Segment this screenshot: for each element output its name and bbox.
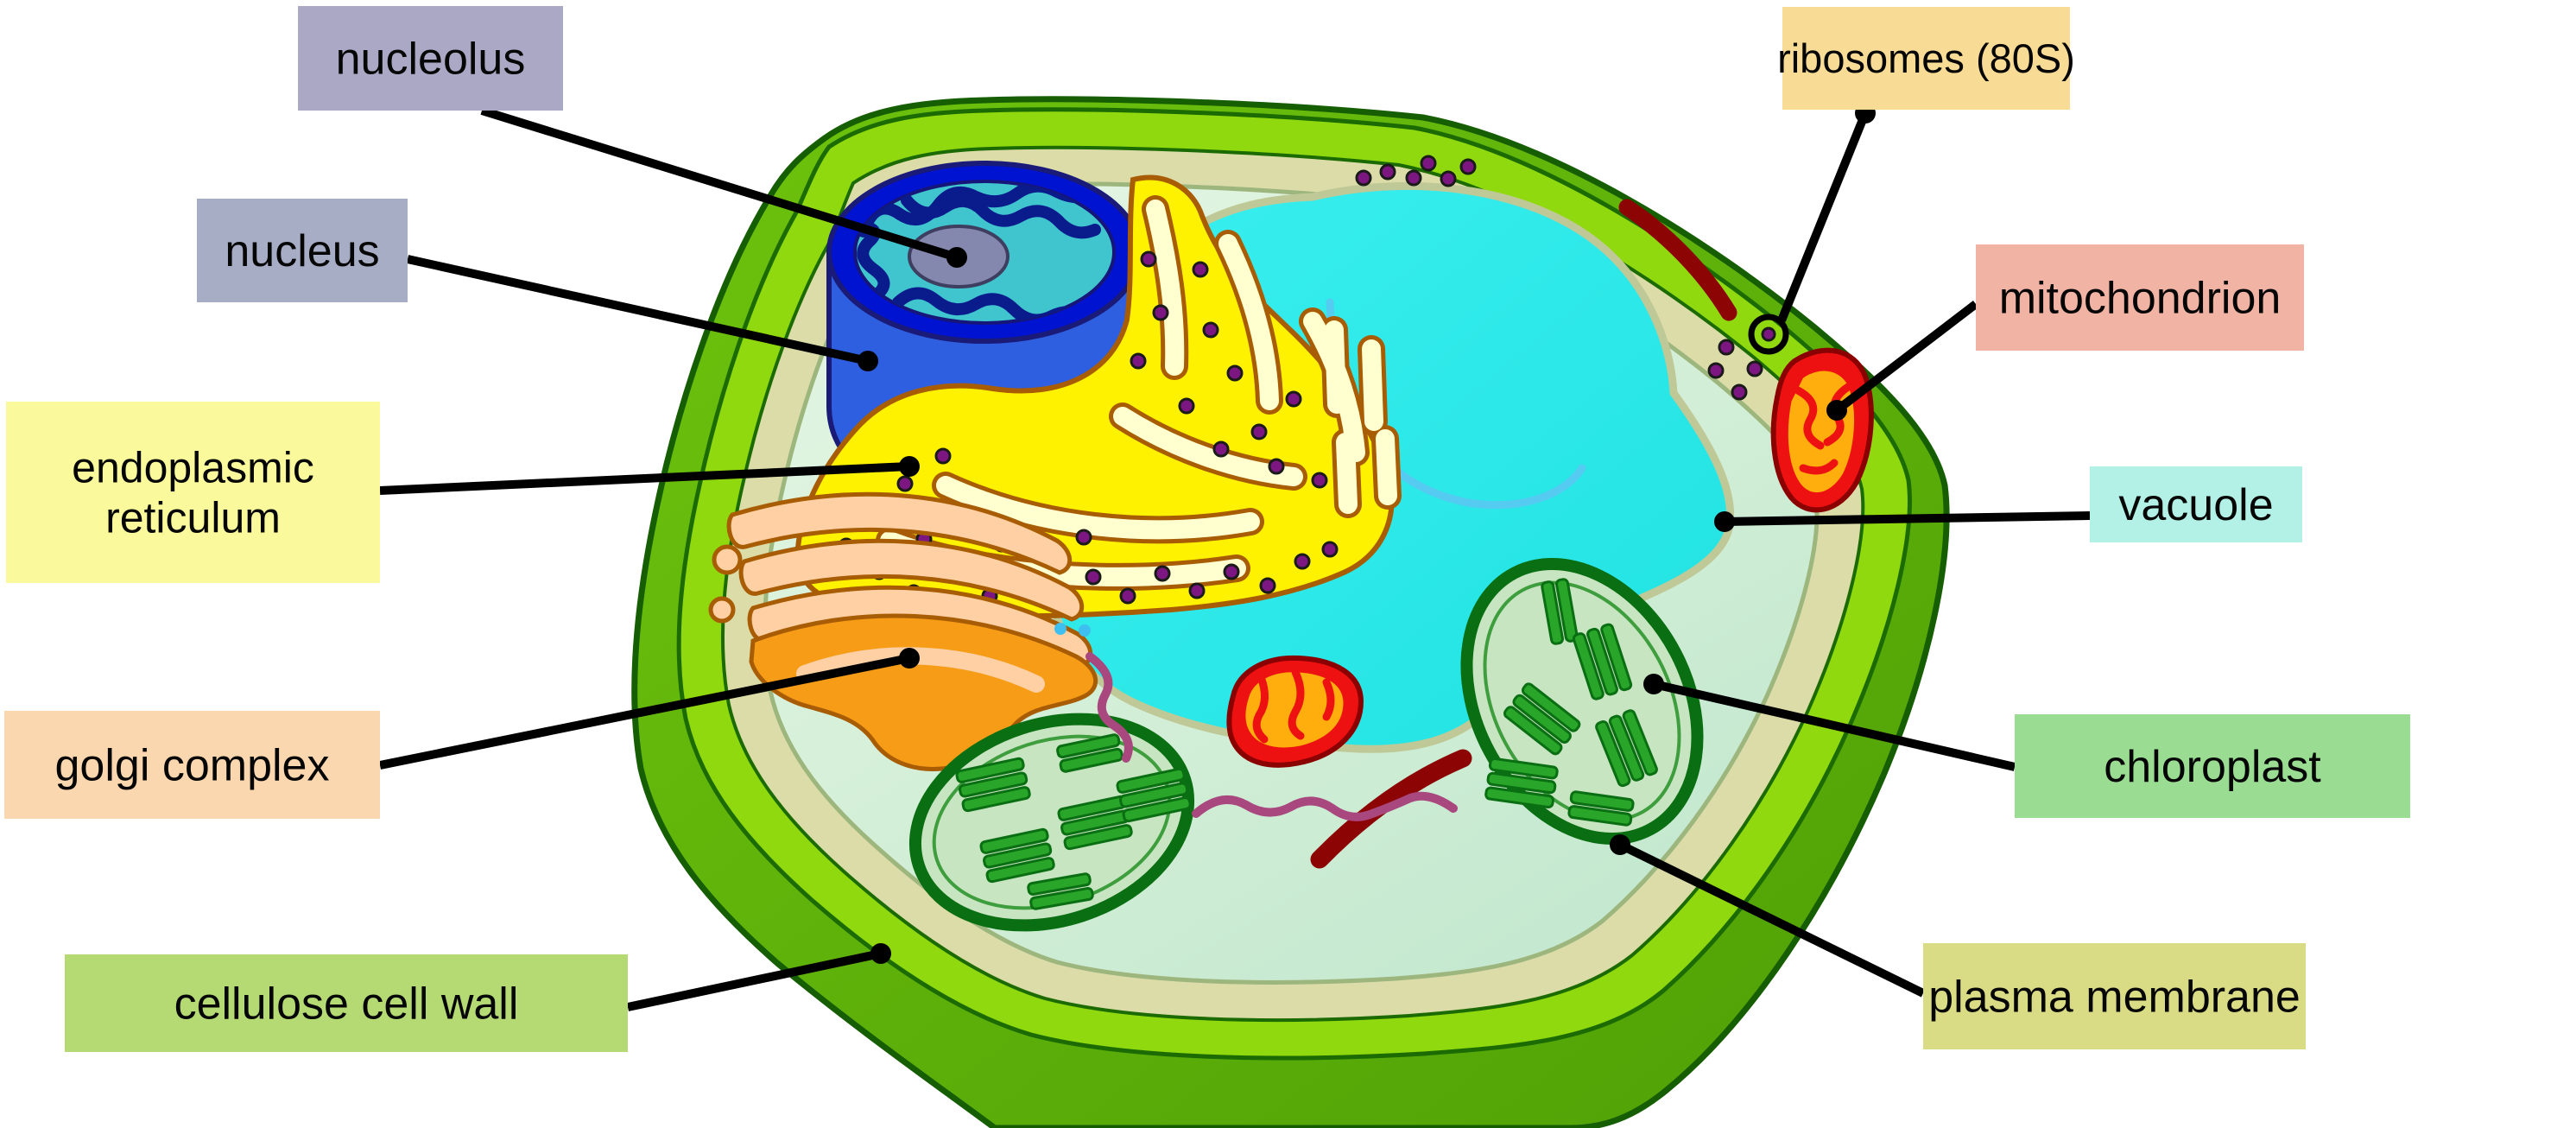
leader-dot-plasma-membrane — [1610, 834, 1630, 855]
leader-line-golgi-complex — [379, 654, 910, 770]
label-text-ribosomes-80s: ribosomes (80S) — [1777, 35, 2075, 81]
leader-line-mitochondrion — [1833, 301, 1979, 414]
leader-dot-cellulose-cell-wall — [870, 943, 891, 964]
label-box-golgi-complex — [4, 711, 380, 819]
leader-dot-vacuole — [1714, 511, 1735, 532]
leader-dot-nucleus — [858, 351, 878, 371]
mitochondrion-right — [1770, 347, 1874, 513]
free-ribosome-dots — [1054, 155, 1763, 637]
leader-dot-nucleolus — [946, 247, 967, 268]
label-ribosomes-80s: ribosomes (80S) — [1777, 7, 2075, 322]
leader-line-cellulose-cell-wall — [626, 949, 883, 1011]
label-plasma-membrane: plasma membrane — [1610, 834, 2306, 1049]
label-nucleolus: nucleolus — [298, 6, 967, 268]
ribosome-callout-circle — [1748, 314, 1789, 355]
label-box-plasma-membrane — [1923, 943, 2306, 1049]
filament-dark-red-lower — [1310, 749, 1472, 869]
leader-line-nucleus — [406, 255, 870, 365]
leader-dot-mitochondrion — [1826, 400, 1847, 421]
label-box-mitochondrion — [1976, 244, 2304, 351]
leader-line-plasma-membrane — [1617, 840, 1926, 998]
label-text-vacuole: vacuole — [2118, 480, 2273, 530]
chloroplast-right — [1460, 557, 1704, 846]
leader-line-vacuole — [1724, 511, 2091, 526]
er-ribosome-dots — [838, 250, 1339, 606]
label-nucleus: nucleus — [197, 199, 878, 371]
label-box-chloroplast — [2015, 714, 2410, 818]
leader-dot-endoplasmic-reticulum — [899, 456, 920, 477]
label-mitochondrion: mitochondrion — [1826, 244, 2304, 421]
leader-line-endoplasmic-reticulum — [379, 462, 910, 495]
leader-line-chloroplast — [1652, 680, 2016, 771]
label-box-vacuole — [2090, 466, 2302, 542]
label-box-cellulose-cell-wall — [65, 954, 628, 1052]
label-cellulose-cell-wall: cellulose cell wall — [65, 943, 891, 1052]
label-text-golgi-complex: golgi complex — [55, 741, 330, 791]
label-text-chloroplast: chloroplast — [2104, 742, 2321, 792]
chloroplast-left — [908, 713, 1195, 932]
label-text-mitochondrion: mitochondrion — [1999, 274, 2282, 324]
filament-dark-red-upper — [1618, 199, 1737, 321]
label-golgi-complex: golgi complex — [4, 648, 920, 819]
label-chloroplast: chloroplast — [1643, 674, 2410, 818]
label-box-endoplasmic-reticulum — [6, 402, 380, 583]
mitochondrion-center — [1226, 655, 1364, 768]
er-cisternae — [876, 195, 1402, 591]
leader-dot-golgi-complex — [899, 648, 920, 669]
leader-line-nucleolus — [480, 106, 959, 262]
label-text-nucleolus: nucleolus — [336, 35, 526, 85]
label-box-nucleolus — [298, 6, 563, 111]
label-text-nucleus: nucleus — [225, 226, 379, 276]
label-text-cellulose-cell-wall: cellulose cell wall — [174, 979, 519, 1030]
label-box-nucleus — [197, 199, 408, 302]
leader-line-ribosomes-80s — [1777, 111, 1870, 322]
leader-dot-chloroplast — [1643, 674, 1664, 694]
label-box-ribosomes-80s — [1782, 7, 2070, 110]
label-text-plasma-membrane: plasma membrane — [1928, 973, 2301, 1023]
filament-magenta — [1085, 652, 1458, 821]
label-vacuole: vacuole — [1714, 466, 2302, 542]
